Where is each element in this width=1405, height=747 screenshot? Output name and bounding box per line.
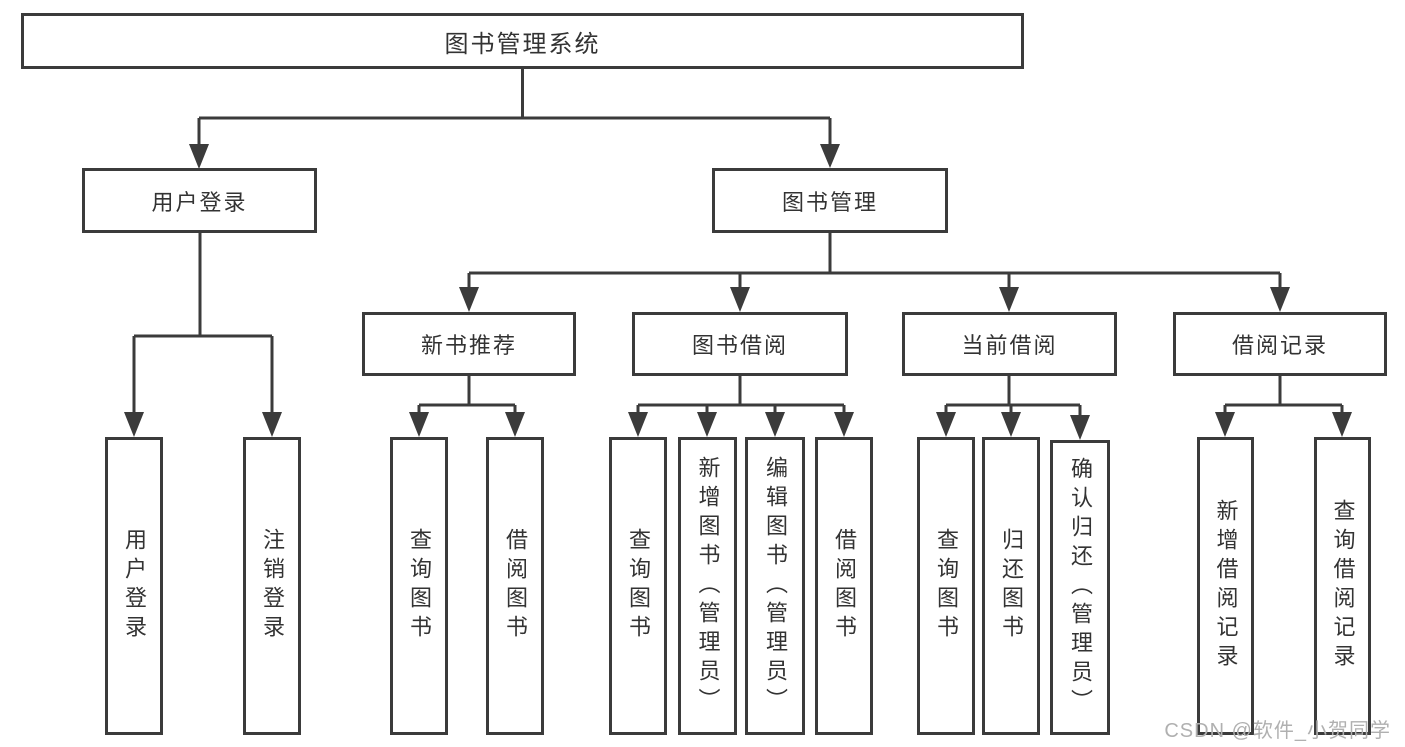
- arrowhead-icon: [505, 412, 525, 437]
- node-book-management: 图书管理: [712, 168, 948, 233]
- arrowhead-icon: [1270, 287, 1290, 312]
- leaf-borrow-books-recommend: 借阅图书: [486, 437, 544, 735]
- arrowhead-icon: [1001, 412, 1021, 437]
- leaf-label: 编辑图书（管理员）: [763, 455, 788, 717]
- arrowhead-icon: [730, 287, 750, 312]
- watermark: CSDN @软件_小贺同学: [1164, 720, 1391, 742]
- leaf-edit-books-admin: 编辑图书（管理员）: [745, 437, 805, 735]
- leaf-query-borrow-record: 查询借阅记录: [1314, 437, 1371, 735]
- leaf-label: 注销登录: [260, 528, 285, 644]
- leaf-query-books-current: 查询图书: [917, 437, 975, 735]
- node-new-book-recommend: 新书推荐: [362, 312, 576, 376]
- leaf-borrow-books: 借阅图书: [815, 437, 873, 735]
- leaf-query-books-recommend: 查询图书: [390, 437, 448, 735]
- connector-user-login-children: [124, 233, 282, 437]
- node-label: 图书管理: [781, 189, 878, 215]
- arrowhead-icon: [1215, 412, 1235, 437]
- arrowhead-icon: [409, 412, 429, 437]
- leaf-label: 归还图书: [999, 528, 1024, 644]
- leaf-user-login: 用户登录: [105, 437, 163, 735]
- leaf-label: 新增图书（管理员）: [695, 455, 721, 717]
- leaf-return-books: 归还图书: [982, 437, 1040, 735]
- leaf-query-books-borrow: 查询图书: [609, 437, 667, 735]
- connector-book-management-to-level3: [459, 233, 1290, 312]
- leaf-label: 查询图书: [934, 528, 959, 644]
- node-book-borrow: 图书借阅: [632, 312, 848, 376]
- connector-new-book-children: [409, 376, 525, 437]
- leaf-add-books-admin: 新增图书（管理员）: [678, 437, 737, 735]
- arrowhead-icon: [1070, 415, 1090, 440]
- connector-book-borrow-children: [628, 376, 854, 437]
- leaf-label: 确认归还（管理员）: [1068, 457, 1093, 718]
- node-borrow-record: 借阅记录: [1173, 312, 1387, 376]
- arrowhead-icon: [262, 412, 282, 437]
- arrowhead-icon: [999, 287, 1019, 312]
- arrowhead-icon: [936, 412, 956, 437]
- node-label: 当前借阅: [961, 333, 1058, 358]
- leaf-logout-login: 注销登录: [243, 437, 301, 735]
- node-label: 用户登录: [151, 189, 248, 215]
- arrowhead-icon: [124, 412, 144, 437]
- arrowhead-icon: [189, 144, 209, 169]
- arrowhead-icon: [459, 287, 479, 312]
- node-current-borrow: 当前借阅: [902, 312, 1117, 376]
- node-label: 借阅记录: [1231, 333, 1328, 358]
- arrowhead-icon: [765, 412, 785, 437]
- leaf-confirm-return-admin: 确认归还（管理员）: [1050, 440, 1110, 735]
- arrowhead-icon: [834, 412, 854, 437]
- leaf-label: 借阅图书: [832, 528, 857, 644]
- node-label: 图书管理系统: [444, 30, 601, 58]
- leaf-label: 用户登录: [122, 528, 147, 644]
- arrowhead-icon: [628, 412, 648, 437]
- arrowhead-icon: [697, 412, 717, 437]
- connector-root-to-level2: [189, 68, 840, 169]
- leaf-label: 借阅图书: [503, 528, 528, 644]
- node-label: 图书借阅: [691, 333, 788, 358]
- arrowhead-icon: [1332, 412, 1352, 437]
- connector-current-borrow-children: [936, 376, 1090, 440]
- node-root: 图书管理系统: [21, 13, 1024, 69]
- arrowhead-icon: [820, 144, 840, 168]
- connector-borrow-record-children: [1215, 376, 1352, 437]
- leaf-label: 查询图书: [626, 528, 651, 644]
- node-user-login: 用户登录: [82, 168, 317, 233]
- leaf-label: 新增借阅记录: [1213, 499, 1239, 673]
- leaf-label: 查询图书: [407, 528, 432, 644]
- leaf-label: 查询借阅记录: [1330, 499, 1356, 673]
- leaf-add-borrow-record: 新增借阅记录: [1197, 437, 1254, 735]
- node-label: 新书推荐: [420, 333, 517, 358]
